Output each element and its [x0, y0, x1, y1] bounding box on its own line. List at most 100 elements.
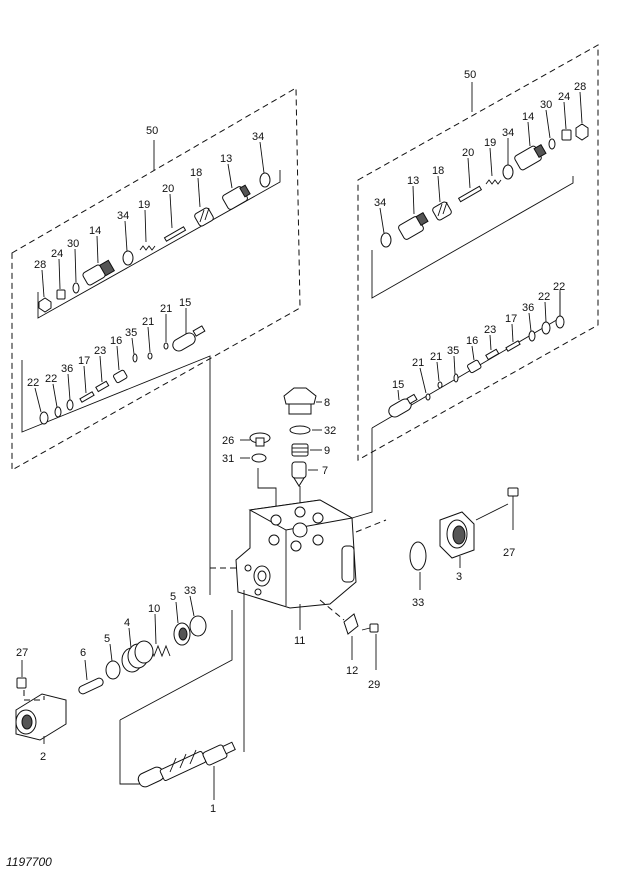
part-13-plug-right [398, 211, 429, 240]
label-26: 26 [222, 435, 234, 447]
part-21-left-a [147, 352, 153, 360]
part-22-ring-right-a [541, 321, 551, 335]
label-28-left: 28 [34, 259, 46, 271]
part-33-oring-right [409, 541, 427, 571]
part-32-oring [289, 425, 311, 435]
part-28-nut-right [575, 123, 589, 141]
label-34-right-a: 34 [374, 197, 386, 209]
part-23-right [485, 348, 500, 361]
label-22-right-a: 22 [538, 291, 550, 303]
label-33-right: 33 [412, 597, 424, 609]
label-21-left-a: 21 [142, 316, 154, 328]
label-4: 4 [124, 617, 130, 629]
part-14-plug-right [514, 143, 547, 171]
label-50-right: 50 [464, 69, 476, 81]
label-17-right: 17 [505, 313, 517, 325]
part-23-left [95, 380, 110, 393]
part-34-oring-right-a [380, 232, 392, 248]
part-24-right [561, 129, 572, 141]
label-27-left: 27 [16, 647, 28, 659]
label-10: 10 [148, 603, 160, 615]
part-2-cover [15, 693, 67, 741]
label-33-left: 33 [184, 585, 196, 597]
label-17-left: 17 [78, 355, 90, 367]
part-36-right [528, 330, 536, 342]
part-35-right [453, 373, 459, 383]
label-50-left: 50 [146, 125, 158, 137]
part-26-cap [249, 432, 271, 447]
part-20-pin-left [163, 226, 187, 242]
label-24-left: 24 [51, 248, 63, 260]
center-top-parts: 8 32 26 9 31 7 [222, 387, 336, 510]
part-5-washer-a [105, 660, 121, 680]
part-14-plug-left [82, 259, 116, 286]
label-5-b: 5 [170, 591, 176, 603]
part-30-right [548, 138, 556, 150]
left-assembly-50: 50 28 24 30 14 34 19 20 [11, 87, 301, 595]
part-3-cover [439, 511, 475, 559]
part-33-oring-left [189, 615, 207, 637]
part-21-right-b [437, 381, 443, 389]
part-12-plate [343, 613, 359, 635]
label-30-right: 30 [540, 99, 552, 111]
label-7: 7 [322, 465, 328, 477]
label-14-left: 14 [89, 225, 101, 237]
part-29-screw [361, 623, 379, 633]
label-15-left: 15 [179, 297, 191, 309]
part-15-valve-left [172, 325, 206, 352]
label-19-left: 19 [138, 199, 150, 211]
label-15-right: 15 [392, 379, 404, 391]
label-20-right: 20 [462, 147, 474, 159]
part-17-left [79, 391, 95, 403]
part-34-oring-right-b [502, 164, 514, 180]
label-34-left-b: 34 [252, 131, 264, 143]
part-5-washer-b [173, 622, 191, 646]
part-7-poppet [291, 461, 307, 487]
label-3: 3 [456, 571, 462, 583]
part-21-left-b [163, 342, 169, 350]
label-21-right-b: 21 [430, 351, 442, 363]
label-24-right: 24 [558, 91, 570, 103]
part-34-oring-left-a [122, 250, 134, 266]
label-32: 32 [324, 425, 336, 437]
label-35-left: 35 [125, 327, 137, 339]
part-27-bolt-right [507, 487, 519, 530]
label-22-right-b: 22 [553, 281, 565, 293]
label-35-right: 35 [447, 345, 459, 357]
label-21-right-a: 21 [412, 357, 424, 369]
label-27-right: 27 [503, 547, 515, 559]
label-16-right: 16 [466, 335, 478, 347]
part-15-valve-right [388, 393, 418, 418]
part-22-ring-right-b [555, 315, 565, 329]
right-assembly-boundary [357, 44, 599, 461]
label-14-right: 14 [522, 111, 534, 123]
part-16-right [467, 359, 482, 374]
part-18-spring-left [194, 207, 214, 227]
part-24-left [56, 289, 66, 300]
label-5-a: 5 [104, 633, 110, 645]
label-36-right: 36 [522, 302, 534, 314]
label-9: 9 [324, 445, 330, 457]
part-34-oring-left-b [259, 172, 271, 188]
label-22-left-a: 22 [27, 377, 39, 389]
part-18-spring-right [432, 201, 452, 221]
part-16-left [113, 369, 128, 384]
part-22-ring-left-b [54, 406, 62, 418]
label-30-left: 30 [67, 238, 79, 250]
part-31-oring [251, 453, 267, 463]
label-6: 6 [80, 647, 86, 659]
part-22-ring-left-a [39, 411, 49, 425]
label-12: 12 [346, 665, 358, 677]
part-21-right-a [425, 393, 431, 401]
part-6-rod [78, 677, 104, 695]
part-27-bolt-left [16, 677, 27, 689]
label-20-left: 20 [162, 183, 174, 195]
part-17-right [505, 340, 521, 352]
part-19-spring-right [485, 179, 502, 185]
part-20-pin-right [457, 185, 483, 203]
part-13-plug-left [222, 184, 251, 210]
label-34-right-b: 34 [502, 127, 514, 139]
label-13-right: 13 [407, 175, 419, 187]
right-assembly-50: 50 34 13 18 20 19 34 [357, 44, 599, 461]
